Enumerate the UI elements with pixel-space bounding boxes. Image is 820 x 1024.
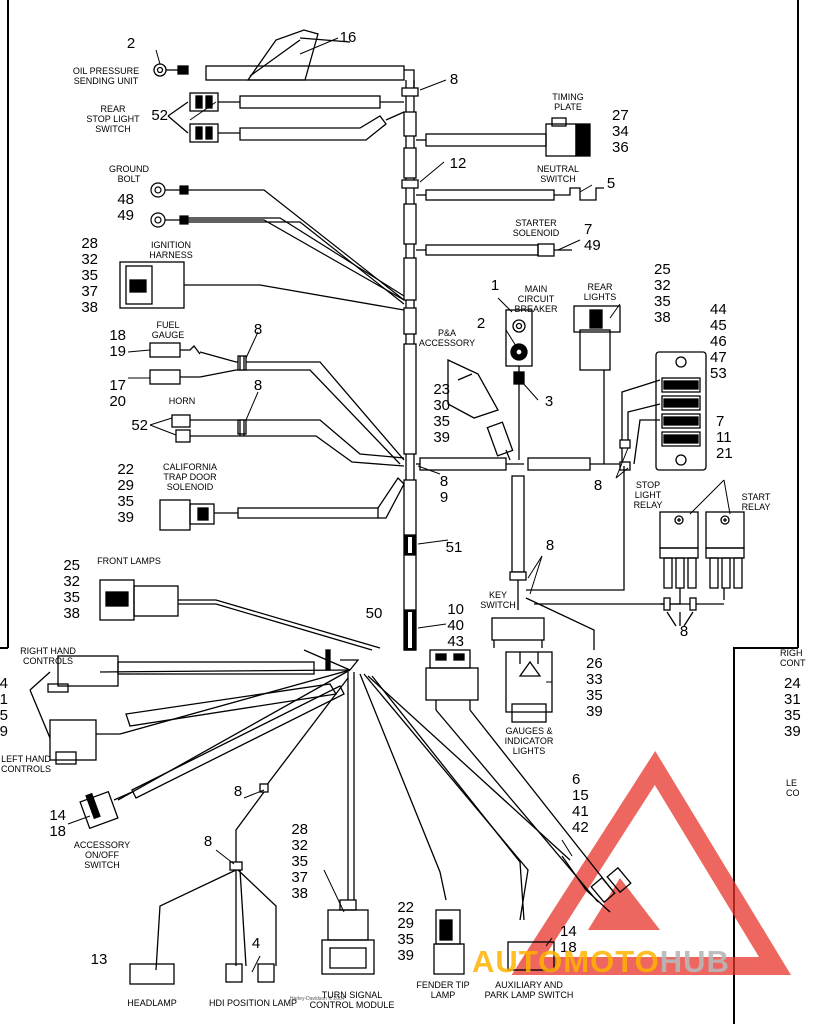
callout-rear-lights: 25 32 35 38 [654,261,671,326]
watermark-part1: AUTOMOTO [472,944,660,979]
ignition-harness-label: IGNITION HARNESS [149,240,193,260]
callout-key-clip: 8 [545,537,555,554]
callout-relay-clip: 8 [593,477,603,494]
callout-breaker-1: 1 [490,277,500,294]
callout-aux-wires: 6 15 41 42 [572,771,589,836]
wiring-diagram: Harley-Davidson © 2004 [0,0,799,1024]
aux-park-label: AUXILIARY AND PARK LAMP SWITCH [484,980,574,1000]
crossbar-branch [416,305,661,471]
horn-connectors [171,414,405,467]
callout-neutral: 5 [606,175,616,192]
main-harness-trunk [401,80,419,651]
callout-right-hand: 24 31 35 39 [0,675,8,740]
callout-hdi: 4 [251,935,261,952]
left-hand-clipped-label: LE CO [786,778,800,798]
neutral-switch-connector [416,187,604,201]
hdi-label: HDI POSITION LAMP [208,998,297,1008]
front-lamps-label: FRONT LAMPS [97,556,161,566]
callout-gauges: 26 33 35 39 [586,655,603,720]
fender-tip-label: FENDER TIP LAMP [416,980,470,1000]
callout-relay-bottom: 8 [679,623,689,640]
callout-turn-signal: 28 32 35 37 38 [291,821,308,902]
horn-label: HORN [168,396,196,406]
callout-timing: 27 34 36 [612,107,629,156]
neutral-switch-label: NEUTRAL SWITCH [536,164,579,184]
oil-pressure-branch [153,29,415,88]
callout-oil: 2 [126,35,136,52]
callout-breaker-2: 2 [476,315,486,332]
turn-signal-label: TURN SIGNAL CONTROL MODULE [309,990,395,1010]
callout-accessory: 14 18 [49,807,66,840]
headlamp-label: HEADLAMP [127,998,177,1008]
fuel-gauge-label: FUEL GAUGE [151,320,185,340]
main-breaker-label: MAIN CIRCUIT BREAKER [514,284,558,314]
callout-horn: 52 [131,417,148,434]
ignition-harness-connector [119,261,405,311]
callout-fuel-clip: 8 [253,321,263,338]
callout-ignition: 28 32 35 37 38 [81,235,98,316]
callout-rear-stop: 52 [151,107,168,124]
callout-pa: 23 30 35 39 [433,381,450,446]
callout-starter: 7 49 [584,221,601,254]
callout-headlamp: 13 [90,951,108,968]
key-switch-branch [491,466,625,650]
gauges-connector [505,651,553,723]
callout-ground: 48 49 [117,191,134,224]
timing-plate-connector [416,117,591,157]
callout-acc-clip: 8 [233,783,243,800]
rear-stop-label: REAR STOP LIGHT SWITCH [86,104,140,134]
callout-12: 12 [449,155,467,172]
callout-8-top: 8 [449,71,459,88]
callout-breaker-3: 3 [544,393,554,410]
relays [534,511,745,627]
lower-harness [29,649,632,985]
california-label: CALIFORNIA TRAP DOOR SOLENOID [162,462,217,492]
gauges-label: GAUGES & INDICATOR LIGHTS [504,726,554,756]
starter-solenoid-connector [416,243,572,257]
fuel-gauge-connectors [149,342,405,465]
starter-solenoid-label: STARTER SOLENOID [512,218,560,238]
callout-california: 22 29 35 39 [117,461,134,526]
watermark-part2: HUB [659,944,730,979]
timing-plate-label: TIMING PLATE [552,92,584,112]
callout-51: 51 [445,539,463,556]
callout-junction-8-9: 8 9 [439,473,449,506]
rear-lights-label: REAR LIGHTS [583,282,617,302]
watermark-text: AUTOMOTOHUB [472,944,730,980]
callout-right-hand-side: 24 31 35 39 [784,675,801,740]
callout-key-switch: 10 40 43 [447,601,464,650]
pa-accessory-label: P&A ACCESSORY [418,328,476,348]
copyright-note: Harley-Davidson © 2004 [290,995,345,1002]
watermark-logo [511,750,791,975]
callout-relays: 7 11 21 [716,413,733,462]
callout-50: 50 [365,605,383,622]
ground-bolts [150,182,405,305]
callout-fuel-a: 18 19 [109,327,126,360]
accessory-switch-label: ACCESSORY ON/OFF SWITCH [73,840,131,870]
callout-hdi-clip: 8 [203,833,213,850]
callout-aux-switch: 14 18 [560,923,577,956]
callout-fuel-b: 17 20 [109,377,126,410]
rear-stop-switches [167,92,405,143]
leader-lines [67,37,731,973]
callout-horn-clip: 8 [253,377,263,394]
breaker-and-pa [447,309,533,461]
left-hand-label: LEFT HAND CONTROLS [0,754,51,774]
stop-light-relay-label: STOP LIGHT RELAY [633,480,663,510]
callout-front-lamps: 25 32 35 38 [63,557,80,622]
california-solenoid-connector [159,476,405,531]
right-hand-clipped-label: RIGH CONT [780,648,806,668]
key-switch-label: KEY SWITCH [480,590,516,610]
ground-bolt-label: GROUND BOLT [109,164,149,184]
front-lamps-connector [99,579,381,651]
callout-16: 16 [339,29,357,46]
right-hand-label: RIGHT HAND CONTROLS [20,646,76,666]
fuse-block [655,351,707,471]
callout-fender: 22 29 35 39 [397,899,414,964]
callout-fuse: 44 45 46 47 53 [710,301,727,382]
oil-pressure-label: OIL PRESSURE SENDING UNIT [72,66,140,86]
start-relay-label: START RELAY [741,492,771,512]
